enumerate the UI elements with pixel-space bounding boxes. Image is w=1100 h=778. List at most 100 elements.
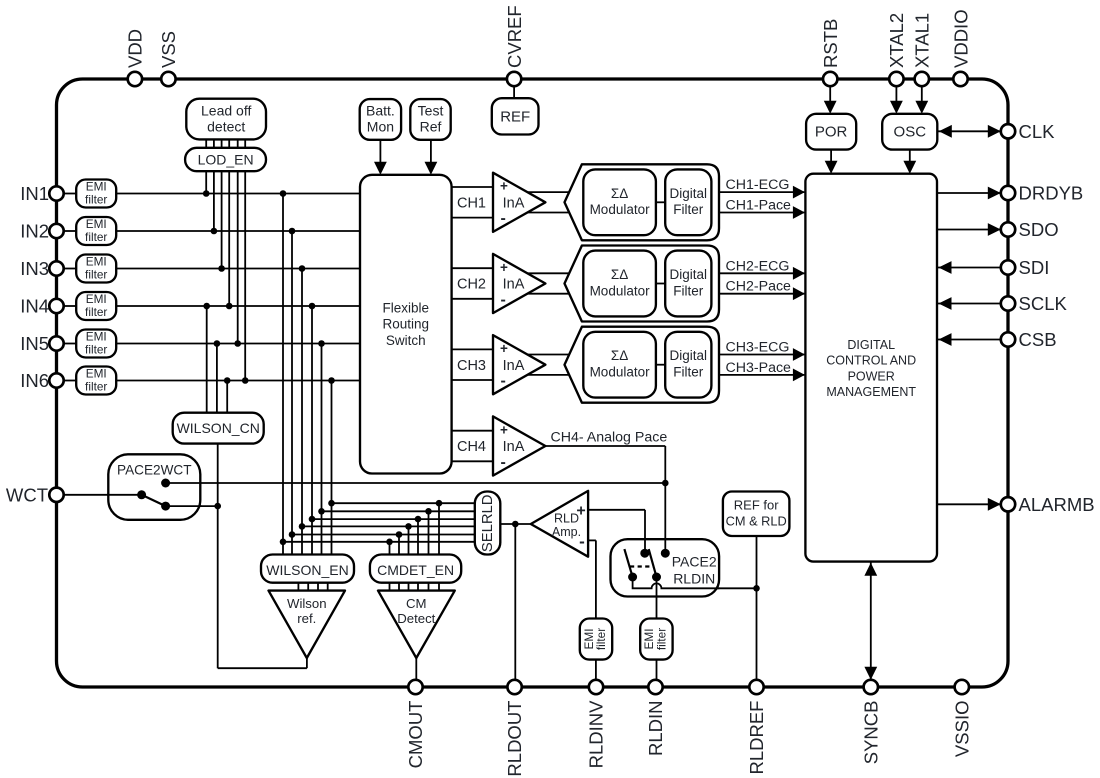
svg-text:SDO: SDO <box>1019 219 1059 240</box>
svg-text:IN4: IN4 <box>20 296 49 317</box>
svg-text:VDDIO: VDDIO <box>950 9 971 68</box>
svg-text:CVREF: CVREF <box>504 5 525 68</box>
svg-text:Routing: Routing <box>383 317 430 332</box>
svg-text:MANAGEMENT: MANAGEMENT <box>826 385 916 399</box>
svg-text:EMI: EMI <box>86 255 107 269</box>
svg-text:filter: filter <box>85 192 107 206</box>
svg-text:+: + <box>576 502 585 519</box>
svg-text:CM & RLD: CM & RLD <box>726 514 787 529</box>
svg-text:CMOUT: CMOUT <box>405 701 426 769</box>
svg-text:CH3-ECG: CH3-ECG <box>726 340 790 356</box>
svg-text:CH4: CH4 <box>457 439 486 455</box>
svg-text:Digital: Digital <box>670 267 708 282</box>
svg-text:EMI: EMI <box>582 629 596 650</box>
svg-text:CH2-ECG: CH2-ECG <box>726 258 790 274</box>
svg-text:CSB: CSB <box>1019 329 1057 350</box>
svg-text:XTAL2: XTAL2 <box>886 13 907 68</box>
svg-text:Filter: Filter <box>673 202 704 217</box>
svg-text:CH1-Pace: CH1-Pace <box>726 198 792 214</box>
svg-text:Amp.: Amp. <box>552 525 581 539</box>
svg-text:ref.: ref. <box>297 611 316 626</box>
svg-text:CONTROL AND: CONTROL AND <box>826 354 916 368</box>
svg-text:filter: filter <box>85 379 107 393</box>
svg-text:filter: filter <box>85 342 107 356</box>
svg-text:RSTB: RSTB <box>820 19 841 68</box>
svg-text:EMI: EMI <box>86 180 107 194</box>
svg-text:CH3: CH3 <box>457 358 486 374</box>
svg-text:SDI: SDI <box>1019 257 1050 278</box>
svg-text:DIGITAL: DIGITAL <box>847 338 895 352</box>
svg-text:Switch: Switch <box>386 333 426 348</box>
svg-text:CH1: CH1 <box>457 196 486 212</box>
svg-text:Ref: Ref <box>420 119 442 135</box>
svg-text:PACE2WCT: PACE2WCT <box>117 463 192 478</box>
svg-text:+: + <box>500 260 508 275</box>
svg-text:InA: InA <box>503 439 525 455</box>
svg-text:Digital: Digital <box>670 348 708 363</box>
svg-text:SYNCB: SYNCB <box>860 701 881 765</box>
svg-text:RLDREF: RLDREF <box>746 701 767 775</box>
svg-text:InA: InA <box>503 358 525 374</box>
svg-text:CH2-Pace: CH2-Pace <box>726 279 792 295</box>
svg-text:VDD: VDD <box>125 29 146 68</box>
svg-text:XTAL1: XTAL1 <box>912 13 933 68</box>
svg-text:CMDET_EN: CMDET_EN <box>377 562 454 578</box>
svg-text:CH4- Analog Pace: CH4- Analog Pace <box>551 430 668 446</box>
svg-text:RLD: RLD <box>554 511 579 525</box>
svg-text:Batt.: Batt. <box>366 102 395 118</box>
svg-text:-: - <box>501 291 506 308</box>
svg-text:VSS: VSS <box>158 31 179 68</box>
svg-text:Filter: Filter <box>673 283 704 298</box>
svg-text:Mon: Mon <box>367 119 394 135</box>
svg-text:Lead off: Lead off <box>201 102 251 118</box>
svg-text:filter: filter <box>85 230 107 244</box>
svg-text:+: + <box>500 422 508 437</box>
svg-text:+: + <box>500 341 508 356</box>
svg-text:EMI: EMI <box>642 629 656 650</box>
svg-text:CLK: CLK <box>1019 121 1056 142</box>
svg-text:Digital: Digital <box>670 186 708 201</box>
svg-text:POWER: POWER <box>848 369 895 383</box>
svg-text:DRDYB: DRDYB <box>1019 183 1084 204</box>
svg-text:filter: filter <box>594 628 608 650</box>
svg-text:Detect: Detect <box>397 611 435 626</box>
svg-text:RLDINV: RLDINV <box>586 700 607 769</box>
svg-text:POR: POR <box>815 124 848 141</box>
svg-text:RLDOUT: RLDOUT <box>504 701 525 777</box>
svg-text:ΣΔ: ΣΔ <box>611 186 628 201</box>
svg-text:Filter: Filter <box>673 365 704 380</box>
svg-text:EMI: EMI <box>86 330 107 344</box>
svg-text:Flexible: Flexible <box>383 300 430 315</box>
svg-text:CH2: CH2 <box>457 277 486 293</box>
svg-text:WCT: WCT <box>6 484 48 505</box>
svg-text:ΣΔ: ΣΔ <box>611 267 628 282</box>
svg-text:SELRLD: SELRLD <box>480 495 496 553</box>
svg-text:-: - <box>501 210 506 227</box>
svg-text:IN3: IN3 <box>20 258 49 279</box>
svg-text:WILSON_CN: WILSON_CN <box>177 420 260 436</box>
svg-text:+: + <box>500 179 508 194</box>
svg-text:filter: filter <box>654 628 668 650</box>
svg-text:EMI: EMI <box>86 292 107 306</box>
svg-text:ΣΔ: ΣΔ <box>611 348 628 363</box>
svg-text:Wilson: Wilson <box>287 596 327 611</box>
svg-text:filter: filter <box>85 267 107 281</box>
svg-text:OSC: OSC <box>894 124 927 141</box>
svg-text:REF: REF <box>500 108 530 125</box>
svg-text:InA: InA <box>503 196 525 212</box>
svg-text:EMI: EMI <box>86 367 107 381</box>
svg-text:detect: detect <box>207 119 245 135</box>
svg-text:WILSON_EN: WILSON_EN <box>266 562 348 578</box>
svg-text:InA: InA <box>503 277 525 293</box>
svg-text:EMI: EMI <box>86 217 107 231</box>
svg-text:SCLK: SCLK <box>1019 293 1068 314</box>
svg-text:CM: CM <box>406 596 427 611</box>
svg-text:LOD_EN: LOD_EN <box>198 152 254 168</box>
svg-text:Modulator: Modulator <box>590 283 651 298</box>
svg-text:VSSIO: VSSIO <box>951 701 972 758</box>
svg-text:IN2: IN2 <box>20 221 49 242</box>
svg-text:REF for: REF for <box>734 498 779 513</box>
svg-text:IN5: IN5 <box>20 333 49 354</box>
svg-text:RLDIN: RLDIN <box>645 701 666 757</box>
svg-text:-: - <box>579 532 585 551</box>
